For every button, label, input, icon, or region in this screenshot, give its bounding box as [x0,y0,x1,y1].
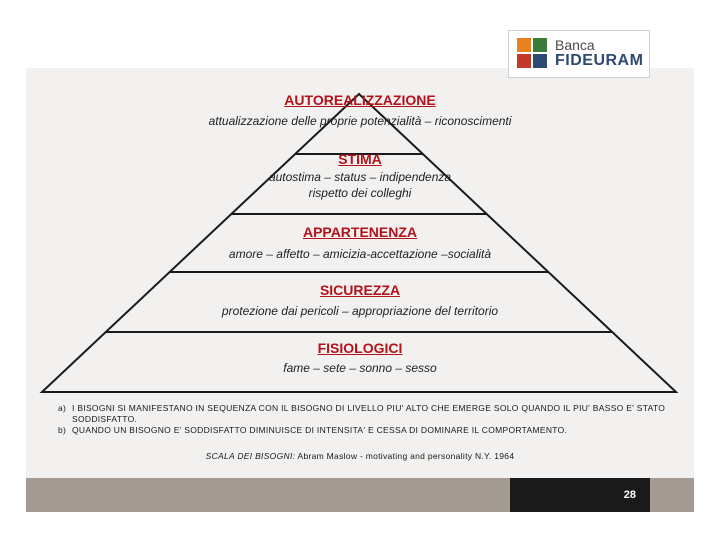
note-text: I BISOGNI SI MANIFESTANO IN SEQUENZA CON… [72,403,666,424]
source-citation: SCALA DEI BISOGNI: Abram Maslow - motiva… [0,451,720,461]
pyramid-level-title: STIMA [338,151,382,167]
pyramid-level-title: FISIOLOGICI [317,340,403,356]
note-marker: b) [58,425,67,435]
pyramid-level-description: protezione dai pericoli – appropriazione… [221,304,499,318]
page-number-box: 28 [510,478,650,512]
pyramid-level-description: fame – sete – sonno – sesso [283,361,437,375]
note-marker: a) [58,403,67,413]
pyramid-level-description: rispetto dei colleghi [308,186,412,200]
brand-mark-icon [517,38,549,70]
note-item: b) QUANDO UN BISOGNO E' SODDISFATTO DIMI… [58,425,668,436]
content-background [26,68,694,480]
source-title: SCALA DEI BISOGNI: [205,451,296,461]
pyramid-level-description: attualizzazione delle proprie potenziali… [208,114,512,128]
pyramid-level-title: AUTOREALIZZAZIONE [284,92,436,108]
pyramid-level-description: autostima – status – indipendenza [268,170,452,184]
note-text: QUANDO UN BISOGNO E' SODDISFATTO DIMINUI… [72,425,568,435]
brand-mark-square-3 [517,54,531,68]
notes-list: a) I BISOGNI SI MANIFESTANO IN SEQUENZA … [58,403,668,436]
pyramid-outline [39,92,679,393]
page-number: 28 [623,489,636,501]
brand-mark-square-2 [533,38,547,52]
brand-mark-square-1 [517,38,531,52]
note-item: a) I BISOGNI SI MANIFESTANO IN SEQUENZA … [58,403,668,425]
brand-name-line2: FIDEURAM [555,51,644,69]
brand-mark-square-4 [533,54,547,68]
brand-logo: Banca FIDEURAM [508,30,650,78]
pyramid-level-title: SICUREZZA [319,282,401,298]
pyramid-level-description: amore – affetto – amicizia-accettazione … [228,247,492,261]
source-text: Abram Maslow - motivating and personalit… [297,451,515,461]
brand-name-line1: Banca [555,37,595,54]
pyramid-level-title: APPARTENENZA [302,224,418,240]
